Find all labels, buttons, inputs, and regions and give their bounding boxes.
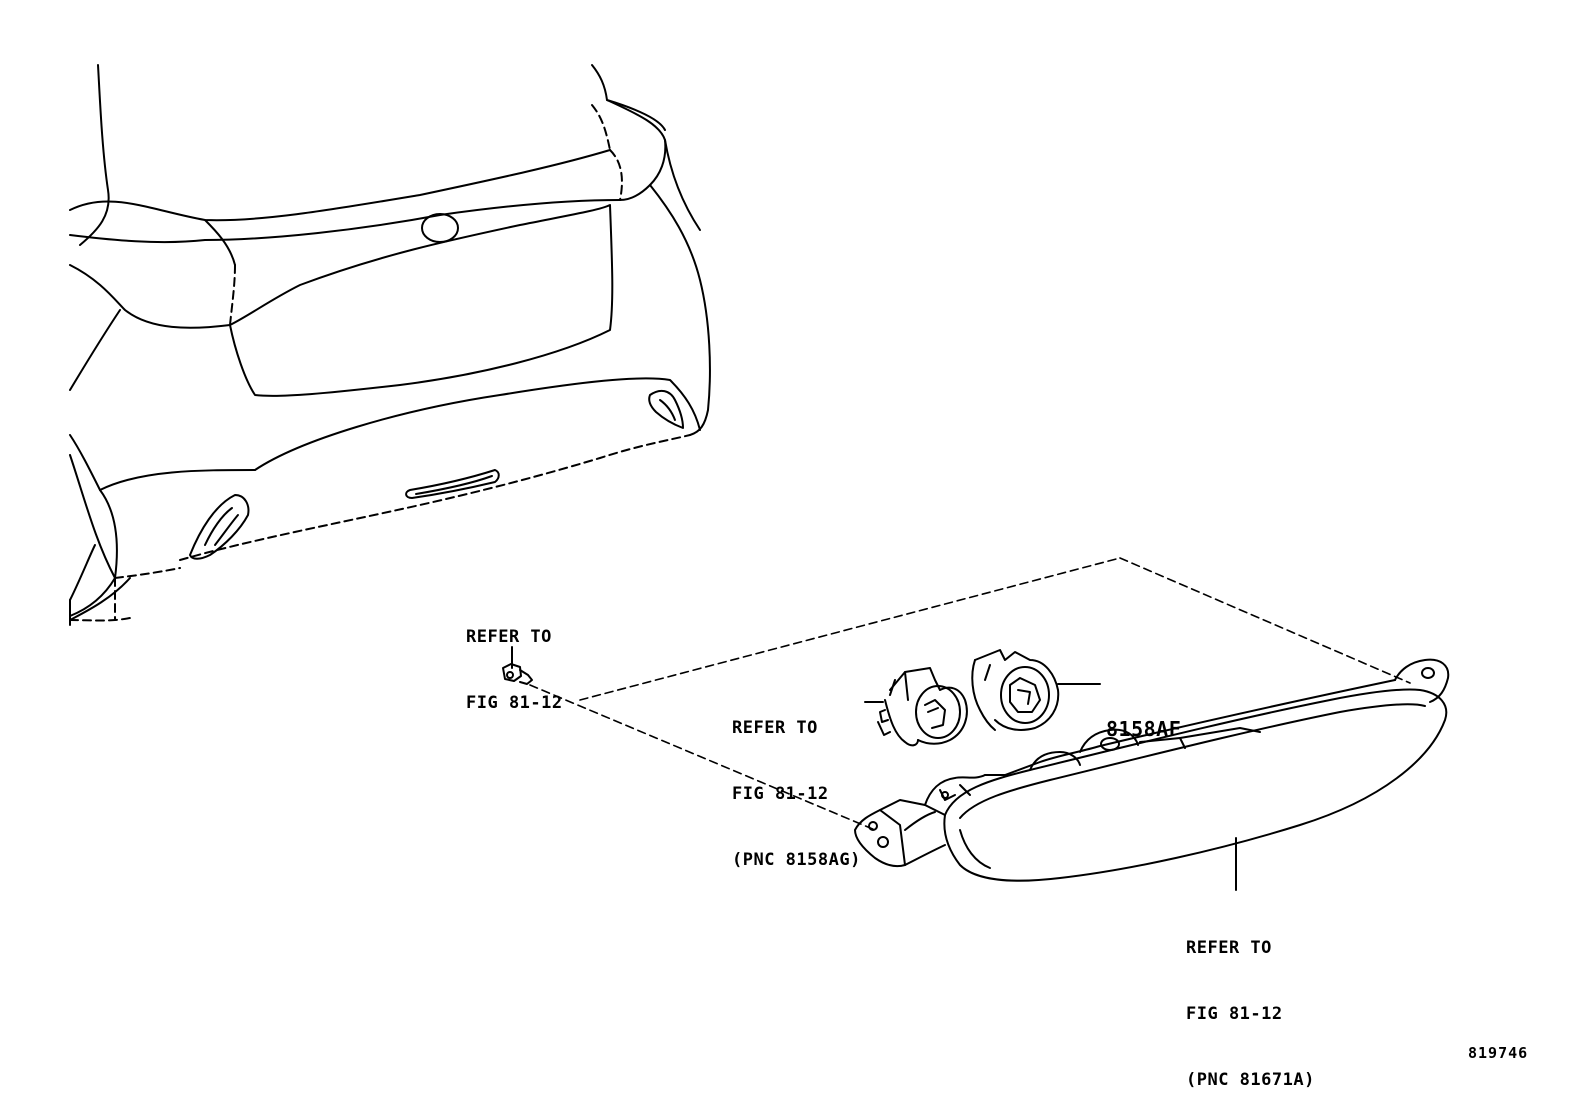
bulb-icon	[971, 649, 1060, 731]
socket-callout-line2: FIG 81-12	[732, 784, 829, 804]
lamp-callout-line1: REFER TO	[1186, 938, 1272, 958]
bolt-icon	[502, 646, 533, 685]
bulb-pnc: 8158AF	[1106, 717, 1182, 741]
lamp-callout-line2: FIG 81-12	[1186, 1004, 1283, 1024]
vehicle-rear-body	[69, 64, 711, 626]
socket-callout-line1: REFER TO	[732, 718, 818, 738]
bolt-callout-line2: FIG 81-12	[466, 693, 563, 713]
lamp-callout-line3: (PNC 81671A)	[1186, 1070, 1315, 1090]
socket-callout-line3: (PNC 8158AG)	[732, 850, 861, 870]
rear-fog-lamp-housing-icon	[854, 658, 1450, 882]
lamp-callout: REFER TO FIG 81-12 (PNC 81671A)	[1186, 893, 1315, 1099]
bulb-socket-icon	[877, 667, 968, 747]
assembly-guide-lines	[529, 557, 1411, 831]
illustration-number: 819746	[1468, 1044, 1529, 1062]
socket-callout: REFER TO FIG 81-12 (PNC 8158AG)	[732, 673, 861, 915]
bulb-part-number: 8158AF	[1106, 674, 1181, 784]
bolt-callout-line1: REFER TO	[466, 627, 552, 647]
bolt-callout: REFER TO FIG 81-12	[466, 582, 563, 758]
